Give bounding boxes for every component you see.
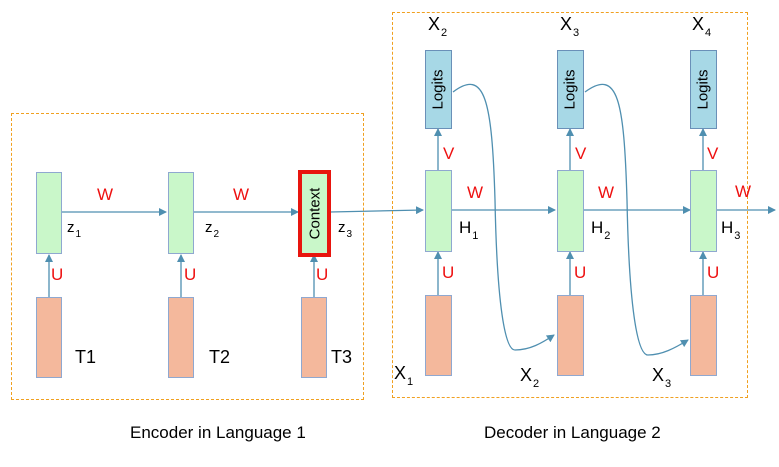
- encoder-weight-u-label: U: [316, 265, 329, 284]
- decoder-weight-w-label: W: [735, 182, 752, 201]
- decoder-output-label-2: X3: [560, 14, 580, 39]
- encoder-input-cell-2: [168, 297, 194, 378]
- decoder-input-label-2: X2: [520, 365, 540, 390]
- decoder-weight-v-label: V: [575, 144, 587, 163]
- encoder-weight-w-label: W: [97, 185, 114, 204]
- encoder-token-label-3: T3: [331, 347, 353, 367]
- decoder-hidden-cell-1: [425, 170, 452, 252]
- decoder-output-label-1: X2: [428, 14, 448, 39]
- encoder-hidden-cell-2: [168, 172, 194, 254]
- logits-label: Logits: [562, 69, 579, 110]
- decoder-input-cell-2: [557, 295, 584, 376]
- decoder-input-cell-1: [425, 295, 452, 376]
- encoder-weight-u-label: U: [184, 265, 197, 284]
- encoder-caption: Encoder in Language 1: [130, 423, 306, 442]
- decoder-hidden-cell-3: [690, 170, 717, 252]
- encoder-weight-w-label: W: [233, 185, 250, 204]
- encoder-hidden-label-1: z1: [67, 219, 82, 240]
- logits-label: Logits: [695, 69, 712, 110]
- logits-cell-2: Logits: [557, 50, 584, 129]
- decoder-hidden-label-2: H2: [591, 218, 611, 242]
- decoder-hidden-label-3: H3: [721, 218, 741, 242]
- feedback-curve-1: [452, 83, 555, 351]
- encoder-hidden-cell-1: [36, 172, 62, 254]
- decoder-hidden-cell-2: [557, 170, 584, 252]
- feedback-curve-2: [584, 83, 689, 356]
- decoder-weight-v-label: V: [707, 144, 719, 163]
- decoder-hidden-label-1: H1: [459, 218, 479, 242]
- context-cell: Context: [298, 170, 331, 257]
- decoder-caption: Decoder in Language 2: [484, 423, 661, 442]
- encoder-weight-u-label: U: [51, 265, 64, 284]
- decoder-weight-v-label: V: [443, 144, 455, 163]
- context-label: Context: [306, 187, 324, 240]
- decoder-weight-u-label: U: [574, 263, 587, 282]
- encoder-frame: [11, 113, 364, 400]
- encoder-token-label-1: T1: [75, 347, 97, 367]
- encoder-input-cell-1: [36, 297, 62, 378]
- encoder-token-label-2: T2: [209, 347, 231, 367]
- logits-cell-3: Logits: [690, 50, 717, 129]
- decoder-weight-u-label: U: [707, 263, 720, 282]
- context-to-decoder-arrow: [329, 206, 424, 215]
- logits-label: Logits: [430, 69, 447, 110]
- decoder-weight-w-label: W: [467, 183, 484, 202]
- decoder-input-cell-3: [690, 295, 717, 376]
- logits-cell-1: Logits: [425, 50, 452, 129]
- decoder-input-label-3: X3: [652, 365, 672, 390]
- decoder-output-label-3: X4: [692, 14, 712, 39]
- encoder-hidden-label-3: z3: [338, 219, 353, 240]
- encoder-input-cell-3: [301, 297, 327, 378]
- decoder-frame: [392, 12, 748, 398]
- decoder-weight-u-label: U: [442, 263, 455, 282]
- decoder-input-label-1: X1: [394, 363, 414, 388]
- encoder-hidden-label-2: z2: [205, 219, 220, 240]
- decoder-weight-w-label: W: [598, 183, 615, 202]
